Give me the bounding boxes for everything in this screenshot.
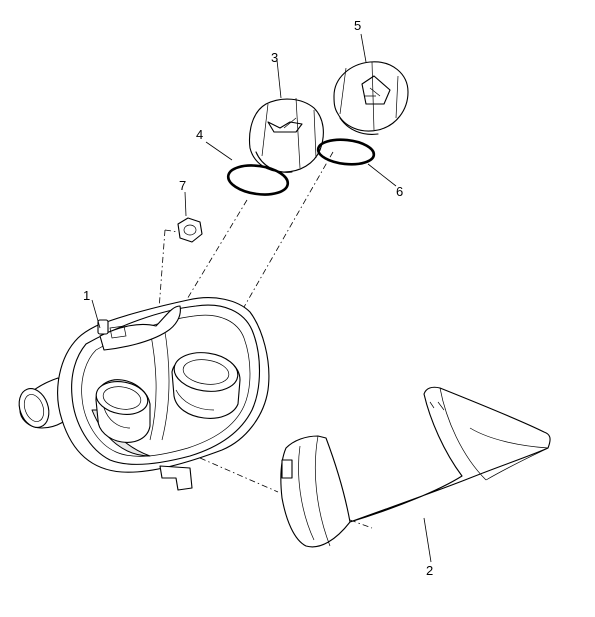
part-label-6: 6 [396,184,403,199]
housing-part [18,297,270,491]
part-label-1: 1 [83,288,90,303]
part-label-4: 4 [196,127,203,142]
leader-lines [91,33,432,563]
seal-ring-oil-cap [226,164,290,196]
part-label-3: 3 [271,50,278,65]
nut-part [177,217,203,243]
part-label-2: 2 [426,563,433,578]
coolant-cap-part [333,61,409,135]
part-label-7: 7 [179,178,186,193]
part-label-5: 5 [354,18,361,33]
seal-ring-coolant-cap [316,138,376,166]
trim-cover-part [280,386,551,548]
part-labels: 1 2 3 4 5 6 7 [83,18,433,578]
oil-filler-cap-part [248,97,324,173]
